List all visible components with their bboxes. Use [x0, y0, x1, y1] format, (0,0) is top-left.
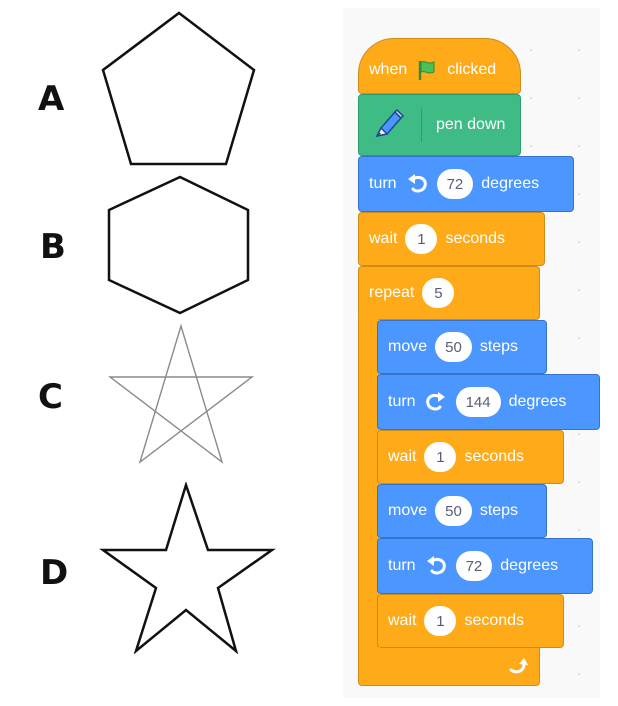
move-unit-text: steps — [479, 502, 519, 519]
turn-left-block-2[interactable]: turn 72 degrees — [377, 538, 593, 594]
hexagon-shape — [107, 175, 250, 315]
turn-degrees-input[interactable]: 72 — [436, 169, 474, 199]
green-flag-icon — [415, 58, 439, 82]
wait-block-1[interactable]: wait 1 seconds — [358, 212, 545, 266]
turn-unit-text: degrees — [481, 175, 540, 192]
option-label-b: B — [40, 227, 66, 267]
wait-label: wait — [388, 448, 417, 465]
pen-divider — [421, 108, 422, 142]
turn-degrees-input[interactable]: 144 — [455, 387, 501, 417]
wait-label: wait — [369, 230, 398, 247]
repeat-label: repeat — [369, 284, 415, 301]
option-label-a: A — [38, 79, 65, 119]
rotate-right-icon — [424, 391, 448, 413]
loop-arrow-icon — [507, 656, 529, 683]
pentagram-shape — [107, 323, 255, 464]
wait-seconds-input[interactable]: 1 — [405, 224, 438, 254]
hat-prefix-text: when — [369, 61, 408, 78]
wait-seconds-input[interactable]: 1 — [424, 442, 457, 472]
turn-degrees-input[interactable]: 72 — [455, 551, 493, 581]
rotate-left-icon — [405, 173, 429, 195]
wait-unit-text: seconds — [445, 230, 506, 247]
turn-label: turn — [388, 393, 416, 410]
repeat-count-input[interactable]: 5 — [422, 278, 455, 308]
wait-block-3[interactable]: wait 1 seconds — [377, 594, 564, 648]
repeat-c-arm — [358, 318, 379, 654]
move-block-1[interactable]: move 50 steps — [377, 320, 547, 374]
star-outline-shape — [99, 482, 276, 654]
wait-label: wait — [388, 612, 417, 629]
turn-label: turn — [369, 175, 397, 192]
repeat-block[interactable]: repeat 5 — [358, 266, 540, 320]
pentagon-shape — [101, 11, 256, 166]
option-label-c: C — [38, 377, 63, 417]
turn-right-block[interactable]: turn 144 degrees — [377, 374, 600, 430]
wait-unit-text: seconds — [464, 448, 525, 465]
rotate-left-icon — [424, 555, 448, 577]
repeat-c-bottom — [358, 648, 540, 686]
move-block-2[interactable]: move 50 steps — [377, 484, 547, 538]
pen-down-block[interactable]: pen down — [358, 94, 521, 156]
move-label: move — [388, 338, 428, 355]
when-flag-clicked-block[interactable]: when clicked — [358, 38, 521, 94]
turn-label: turn — [388, 557, 416, 574]
move-steps-input[interactable]: 50 — [435, 496, 472, 526]
pen-icon — [369, 106, 407, 144]
pen-down-label: pen down — [436, 116, 506, 133]
turn-unit-text: degrees — [500, 557, 559, 574]
turn-unit-text: degrees — [508, 393, 567, 410]
move-label: move — [388, 502, 428, 519]
wait-seconds-input[interactable]: 1 — [424, 606, 457, 636]
turn-left-block-1[interactable]: turn 72 degrees — [358, 156, 574, 212]
move-steps-input[interactable]: 50 — [435, 332, 472, 362]
option-label-d: D — [40, 553, 69, 593]
move-unit-text: steps — [479, 338, 519, 355]
wait-unit-text: seconds — [464, 612, 525, 629]
hat-suffix-text: clicked — [447, 61, 497, 78]
wait-block-2[interactable]: wait 1 seconds — [377, 430, 564, 484]
